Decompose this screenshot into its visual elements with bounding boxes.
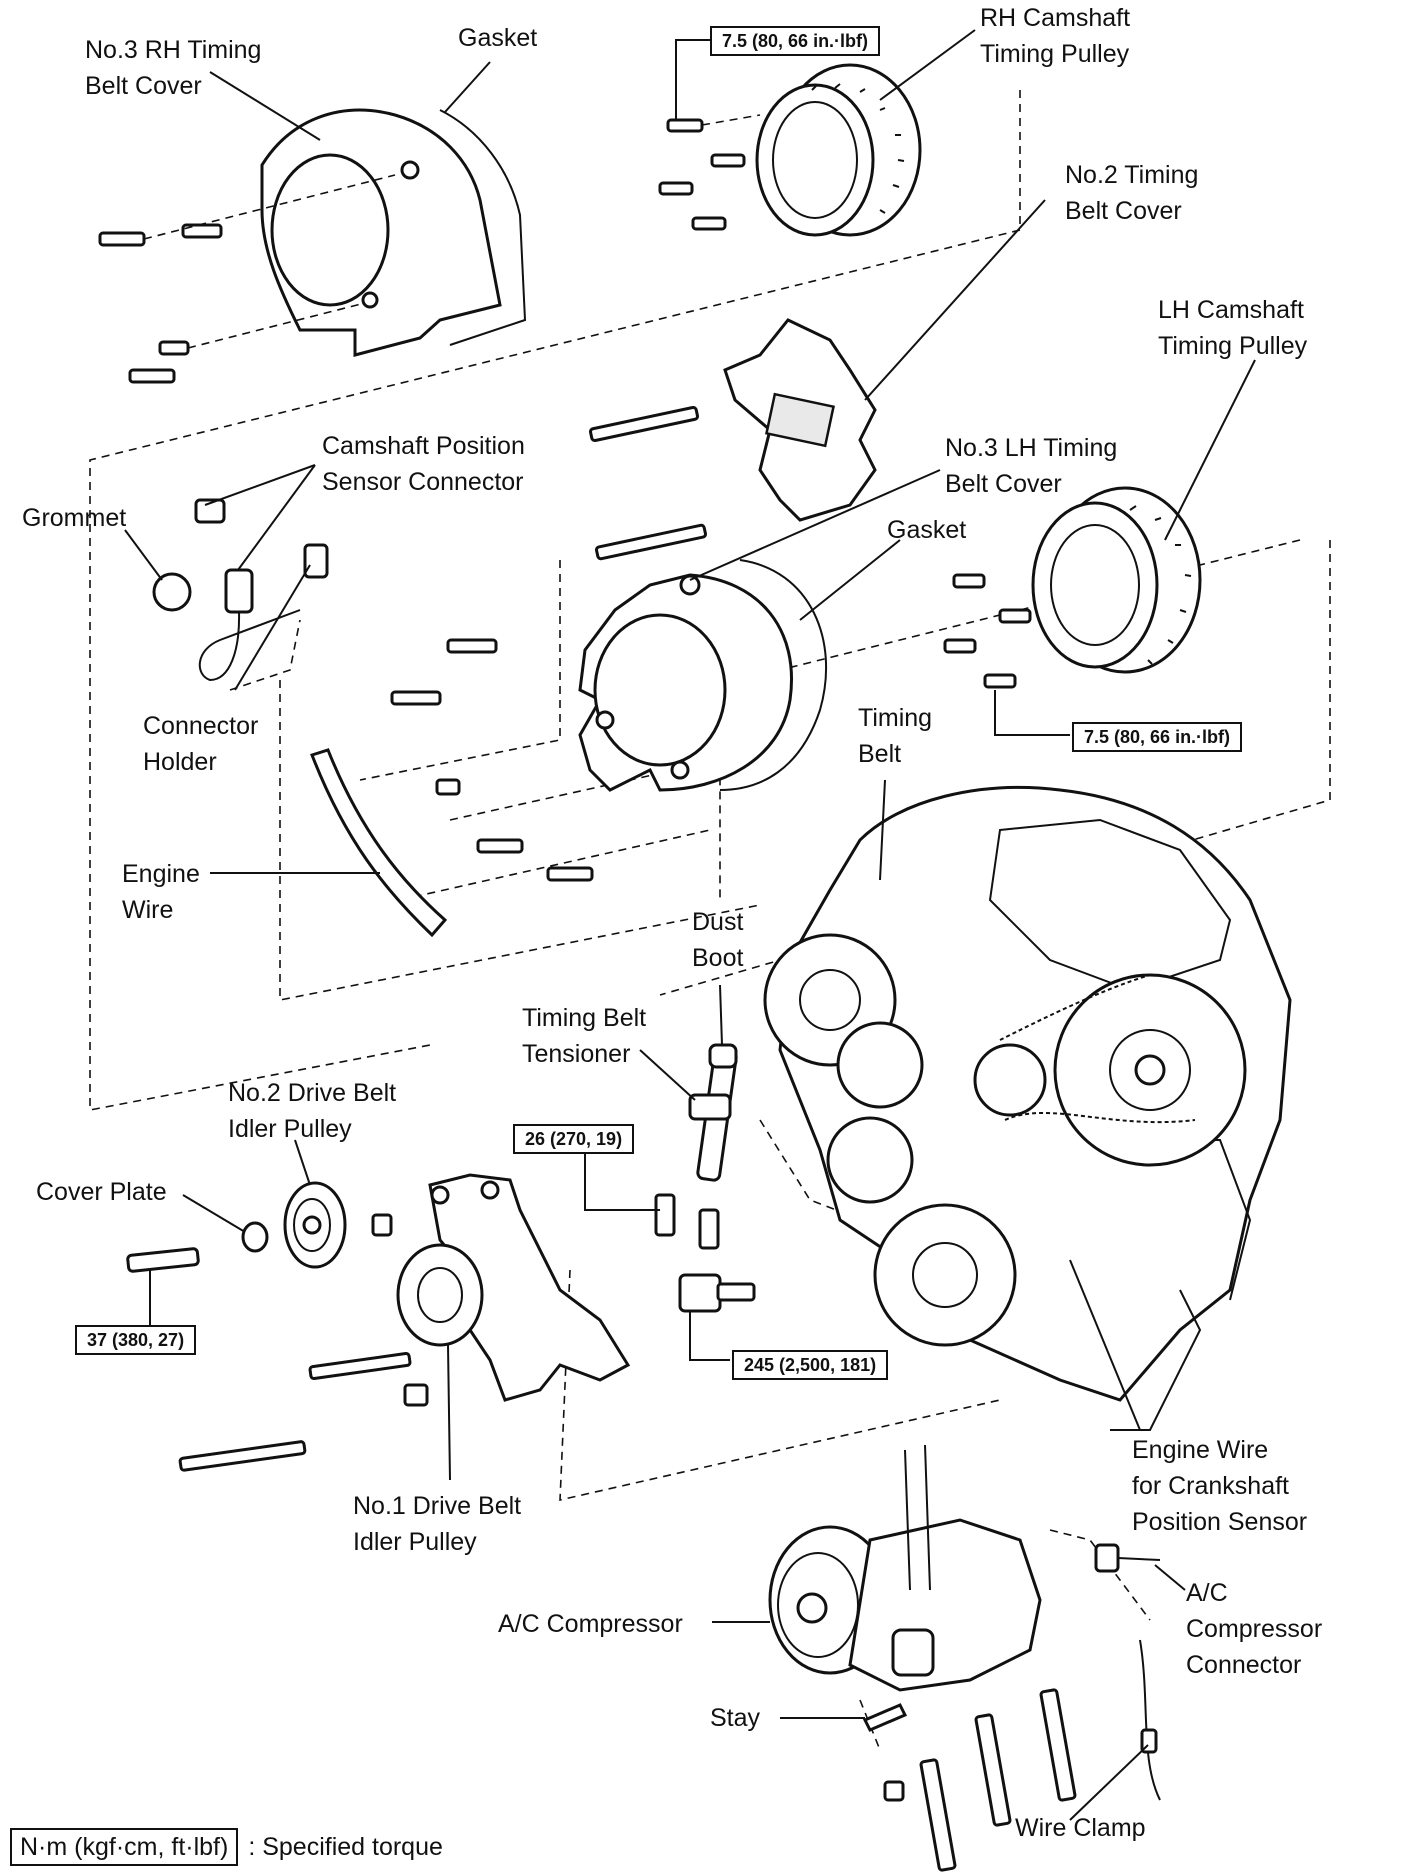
label-gasket-top: Gasket [458, 24, 538, 52]
wire-clamp [1139, 1639, 1161, 1801]
no2-drive-belt-idler-pulley [283, 1181, 347, 1269]
label-no2-timing-belt-cover: No.2 Timing Belt Cover [1065, 161, 1199, 225]
label-timing-belt: Timing Belt [858, 704, 933, 768]
drive-belt-bracket [428, 1173, 631, 1402]
lh-pulley-bolts [943, 573, 1070, 736]
grommet [152, 572, 192, 612]
engine-block [763, 786, 1292, 1431]
label-no2-drive-belt-idler-pulley: No.2 Drive Belt Idler Pulley [228, 1079, 397, 1143]
no3-lh-timing-belt-cover [578, 559, 828, 792]
crankshaft-pulley-bolt [678, 1273, 756, 1361]
label-no3-rh-timing-belt-cover: No.3 RH Timing Belt Cover [85, 36, 262, 100]
legend-description: : Specified torque [248, 1833, 443, 1861]
ac-compressor-connector [1094, 1543, 1161, 1573]
label-leader-lines [124, 29, 1256, 1821]
rh-pulley-bolts [658, 39, 761, 231]
torque-idler-bolt: 37 (380, 27) [75, 1325, 197, 1355]
label-engine-wire: Engine Wire [122, 860, 200, 924]
engine-wire [310, 748, 448, 938]
label-engine-wire-crankshaft: Engine Wire for Crankshaft Position Sens… [1132, 1436, 1308, 1536]
lh-cover-bolts [390, 638, 594, 882]
ac-compressor [768, 1444, 1042, 1692]
torque-legend: N·m (kgf·cm, ft·lbf) : Specified torque [10, 1828, 443, 1866]
stay [862, 1703, 908, 1732]
torque-lh-pulley-bolt: 7.5 (80, 66 in.·lbf) [1072, 722, 1243, 752]
timing-belt-tensioner [688, 1048, 738, 1182]
label-lh-camshaft-timing-pulley: LH Camshaft Timing Pulley [1158, 296, 1308, 360]
rh-camshaft-timing-pulley [755, 63, 922, 237]
no2-timing-belt-cover [723, 318, 877, 522]
no3-rh-timing-belt-cover [260, 108, 527, 357]
no1-drive-belt-idler-pulley [396, 1243, 484, 1347]
label-cover-plate: Cover Plate [36, 1178, 167, 1206]
rh-cover-bolts [98, 174, 396, 384]
legend-unit-box: N·m (kgf·cm, ft·lbf) [10, 1828, 239, 1866]
label-connector-holder: Connector Holder [143, 712, 259, 776]
label-timing-belt-tensioner: Timing Belt Tensioner [522, 1004, 647, 1068]
lh-camshaft-timing-pulley [1031, 486, 1202, 674]
label-grommet: Grommet [22, 504, 127, 532]
torque-tensioner-bolt: 26 (270, 19) [513, 1124, 635, 1154]
tensioner-bolts [584, 1150, 720, 1250]
label-ac-compressor: A/C Compressor [498, 1610, 683, 1638]
dust-boot [708, 1043, 738, 1069]
label-dust-boot: Dust Boot [692, 908, 744, 972]
label-wire-clamp: Wire Clamp [1015, 1814, 1146, 1842]
label-rh-camshaft-timing-pulley: RH Camshaft Timing Pulley [980, 4, 1131, 68]
label-gasket-mid: Gasket [887, 516, 967, 544]
label-no3-lh-timing-belt-cover: No.3 LH Timing Belt Cover [945, 434, 1118, 498]
label-camshaft-position-sensor-connector: Camshaft Position Sensor Connector [322, 432, 525, 496]
torque-crank-bolt: 245 (2,500, 181) [732, 1350, 889, 1380]
torque-rh-pulley-bolt: 7.5 (80, 66 in.·lbf) [710, 26, 881, 56]
ac-bolts [883, 1688, 1077, 1872]
label-no1-drive-belt-idler-pulley: No.1 Drive Belt Idler Pulley [353, 1492, 522, 1556]
label-ac-compressor-connector: A/C Compressor Connector [1186, 1579, 1323, 1679]
label-stay: Stay [710, 1704, 761, 1732]
cover-plate [241, 1221, 269, 1253]
no2-cover-bolts [588, 405, 707, 561]
camshaft-position-sensor-connector [194, 498, 329, 682]
idler-bolts [126, 1213, 429, 1472]
